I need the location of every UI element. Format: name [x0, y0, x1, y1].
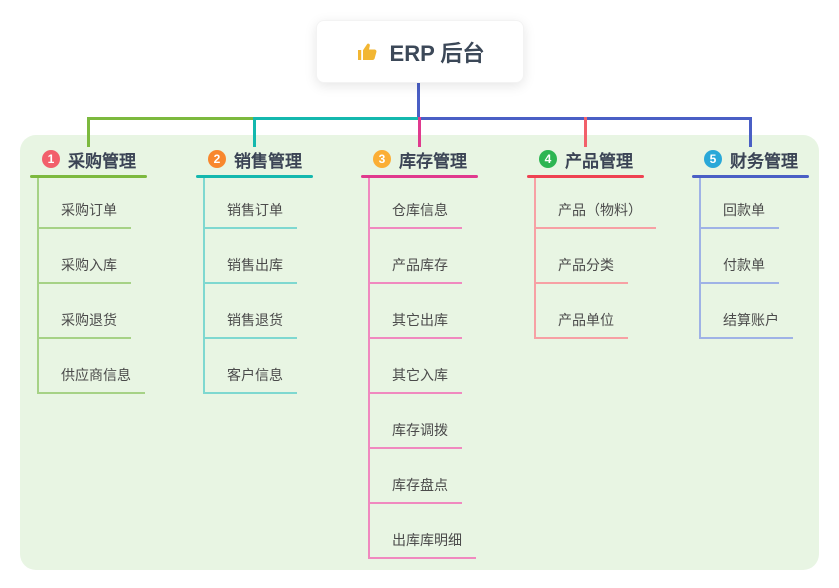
- child-node[interactable]: 采购退货: [39, 312, 131, 339]
- child-node[interactable]: 库存盘点: [370, 477, 462, 504]
- child-node[interactable]: 其它入库: [370, 367, 462, 394]
- branch-number-badge: 5: [704, 150, 722, 168]
- branch-number-badge: 3: [373, 150, 391, 168]
- child-node[interactable]: 客户信息: [205, 367, 297, 394]
- branch-title-finance[interactable]: 5 财务管理: [692, 146, 839, 172]
- branch-drop-line-1: [87, 117, 90, 147]
- branch-drop-line-2: [253, 117, 256, 147]
- branch-number-badge: 2: [208, 150, 226, 168]
- branch-underline: [361, 175, 478, 178]
- branch-number-badge: 4: [539, 150, 557, 168]
- child-node[interactable]: 仓库信息: [370, 202, 462, 229]
- child-node[interactable]: 产品库存: [370, 257, 462, 284]
- branch-inventory: 3 库存管理 仓库信息 产品库存 其它出库 其它入库 库存调拨 库存盘点 出库库…: [361, 146, 521, 559]
- branch-label: 库存管理: [399, 151, 467, 171]
- thumbs-up-icon: [356, 40, 380, 64]
- child-node[interactable]: 产品（物料）: [536, 202, 656, 229]
- branch-finance: 5 财务管理 回款单 付款单 结算账户: [692, 146, 839, 339]
- branch-label: 销售管理: [234, 151, 302, 171]
- branch-sales: 2 销售管理 销售订单 销售出库 销售退货 客户信息: [196, 146, 356, 394]
- branch-underline: [692, 175, 809, 178]
- root-node[interactable]: ERP 后台: [316, 20, 524, 83]
- child-node[interactable]: 销售订单: [205, 202, 297, 229]
- branch-underline: [527, 175, 644, 178]
- child-node[interactable]: 付款单: [701, 257, 779, 284]
- branch-underline: [30, 175, 147, 178]
- branch-number-badge: 1: [42, 150, 60, 168]
- child-node[interactable]: 销售出库: [205, 257, 297, 284]
- branch-title-product[interactable]: 4 产品管理: [527, 146, 687, 172]
- child-node[interactable]: 产品单位: [536, 312, 628, 339]
- branch-title-inventory[interactable]: 3 库存管理: [361, 146, 521, 172]
- branch-label: 财务管理: [730, 151, 798, 171]
- child-node[interactable]: 采购入库: [39, 257, 131, 284]
- child-node[interactable]: 其它出库: [370, 312, 462, 339]
- branch-product: 4 产品管理 产品（物料） 产品分类 产品单位: [527, 146, 687, 339]
- branch-drop-line-4: [584, 117, 587, 147]
- branch-children: 回款单 付款单 结算账户: [699, 178, 839, 339]
- branch-title-purchase[interactable]: 1 采购管理: [30, 146, 190, 172]
- child-node[interactable]: 销售退货: [205, 312, 297, 339]
- branch-title-sales[interactable]: 2 销售管理: [196, 146, 356, 172]
- branch-drop-line-3: [418, 117, 421, 147]
- child-node[interactable]: 产品分类: [536, 257, 628, 284]
- bus-segment-2: [254, 117, 419, 120]
- child-node[interactable]: 结算账户: [701, 312, 793, 339]
- child-node[interactable]: 库存调拨: [370, 422, 462, 449]
- branch-label: 产品管理: [565, 151, 633, 171]
- branch-children: 采购订单 采购入库 采购退货 供应商信息: [37, 178, 190, 394]
- background-panel: [20, 135, 819, 570]
- child-node[interactable]: 回款单: [701, 202, 779, 229]
- branch-underline: [196, 175, 313, 178]
- branch-children: 产品（物料） 产品分类 产品单位: [534, 178, 687, 339]
- branch-label: 采购管理: [68, 151, 136, 171]
- root-label: ERP 后台: [389, 40, 485, 66]
- bus-segment-1: [88, 117, 254, 120]
- branch-children: 仓库信息 产品库存 其它出库 其它入库 库存调拨 库存盘点 出库库明细: [368, 178, 521, 559]
- branch-purchase: 1 采购管理 采购订单 采购入库 采购退货 供应商信息: [30, 146, 190, 394]
- child-node[interactable]: 供应商信息: [39, 367, 145, 394]
- branch-drop-line-5: [749, 117, 752, 147]
- root-connector-line: [417, 81, 420, 120]
- branch-children: 销售订单 销售出库 销售退货 客户信息: [203, 178, 356, 394]
- child-node[interactable]: 采购订单: [39, 202, 131, 229]
- child-node[interactable]: 出库库明细: [370, 532, 476, 559]
